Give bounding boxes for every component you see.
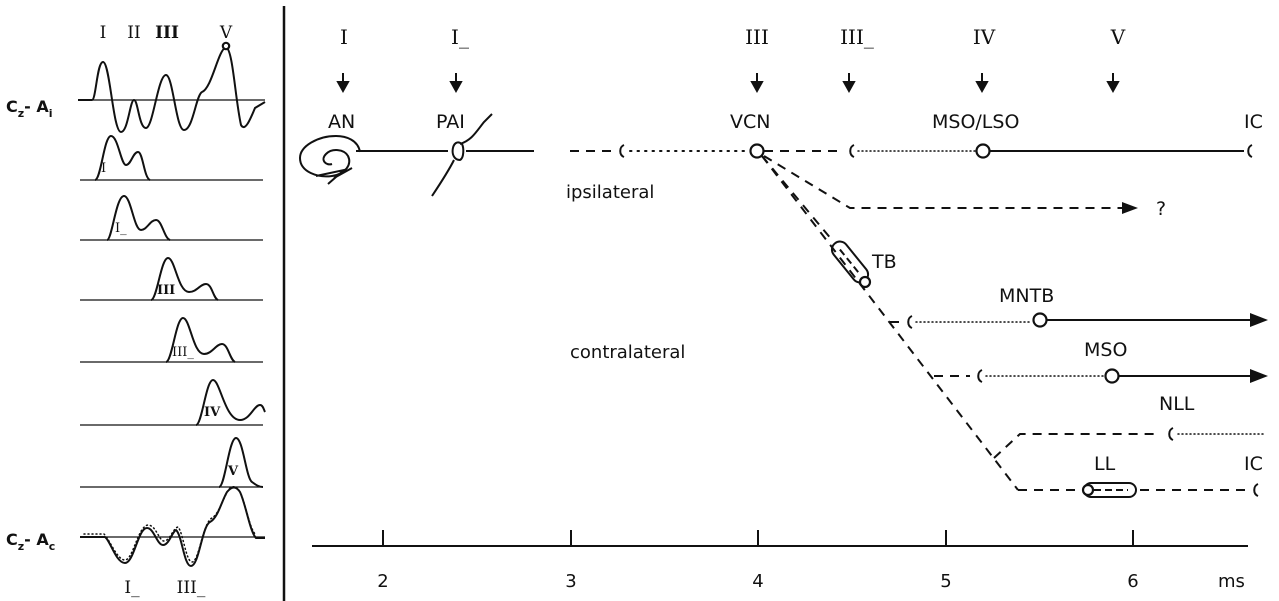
component-label-v: V — [227, 464, 239, 479]
pathway-panel: I I_ III III_ IV V AN PAI VCN MSO/LSO IC… — [298, 25, 1268, 592]
label-tb: TB — [871, 251, 897, 273]
peak-label-i: I — [100, 23, 107, 43]
mso-lso-node — [975, 143, 991, 159]
component-traces: I I_ III III_ IV V — [80, 134, 266, 488]
vcn-node — [749, 143, 765, 159]
label-vcn: VCN — [730, 111, 770, 133]
label-nll: NLL — [1159, 393, 1195, 415]
tick-4: 4 — [752, 571, 763, 592]
tb-node — [858, 275, 872, 289]
cz-ac-label: Cz- Ac — [6, 530, 55, 553]
peak-v-marker — [221, 41, 231, 51]
mso-node — [1104, 368, 1120, 384]
label-contralateral: contralateral — [570, 342, 685, 363]
contralateral-pathway — [761, 155, 1268, 498]
component-label-i: I — [101, 161, 106, 176]
component-label-iv: IV — [204, 405, 221, 420]
composite-wave-contralateral — [80, 486, 265, 568]
marker-iv: IV — [973, 25, 996, 49]
svg-text:Cz- Ac: Cz- Ac — [6, 530, 55, 553]
label-pai: PAI — [436, 111, 465, 133]
label-unknown: ? — [1156, 198, 1166, 220]
peak-label-iii: III — [155, 23, 179, 43]
marker-v: V — [1110, 25, 1126, 49]
tb-fiber — [830, 240, 870, 284]
marker-i: I — [340, 25, 348, 49]
peak-label-ii: II — [127, 23, 140, 43]
label-mso-lso: MSO/LSO — [932, 111, 1019, 133]
label-mso: MSO — [1084, 339, 1127, 361]
ipsilateral-pathway — [356, 113, 1253, 197]
label-ll: LL — [1094, 453, 1116, 475]
mntb-node — [1032, 312, 1048, 328]
tick-3: 3 — [565, 571, 576, 592]
ll-fiber — [1081, 482, 1137, 498]
component-label-iii-minus: III_ — [172, 345, 194, 360]
label-ipsilateral: ipsilateral — [566, 182, 654, 203]
peak-label-v: V — [219, 23, 233, 43]
label-an: AN — [328, 111, 355, 133]
time-axis: 2 3 4 5 6 ms — [312, 530, 1248, 592]
marker-i-minus: I_ — [451, 25, 469, 49]
label-ic-top: IC — [1244, 111, 1263, 133]
cz-ai-label: Cz- Ai — [6, 97, 53, 120]
marker-iii-minus: III_ — [840, 25, 874, 49]
pai-synapse — [451, 141, 465, 162]
component-label-iii: III — [157, 283, 175, 298]
wave-markers: I I_ III III_ IV V — [336, 25, 1126, 94]
svg-text:Cz- Ai: Cz- Ai — [6, 97, 53, 120]
marker-iii: III — [745, 25, 769, 49]
tick-5: 5 — [940, 571, 951, 592]
tick-2: 2 — [377, 571, 388, 592]
label-ic-bottom: IC — [1244, 453, 1263, 475]
cochlea-icon — [298, 134, 361, 185]
waveform-panel: I II III V Cz- Ai I I_ III — [6, 23, 266, 598]
ipsilateral-unknown-branch — [763, 155, 1138, 214]
peak-label-iii-minus: III_ — [177, 578, 206, 598]
peak-label-i-minus: I_ — [124, 578, 140, 598]
label-mntb: MNTB — [999, 285, 1054, 307]
composite-wave-ipsilateral — [78, 45, 266, 134]
component-label-i-minus: I_ — [115, 221, 127, 236]
axis-unit: ms — [1218, 571, 1245, 592]
tick-6: 6 — [1127, 571, 1138, 592]
